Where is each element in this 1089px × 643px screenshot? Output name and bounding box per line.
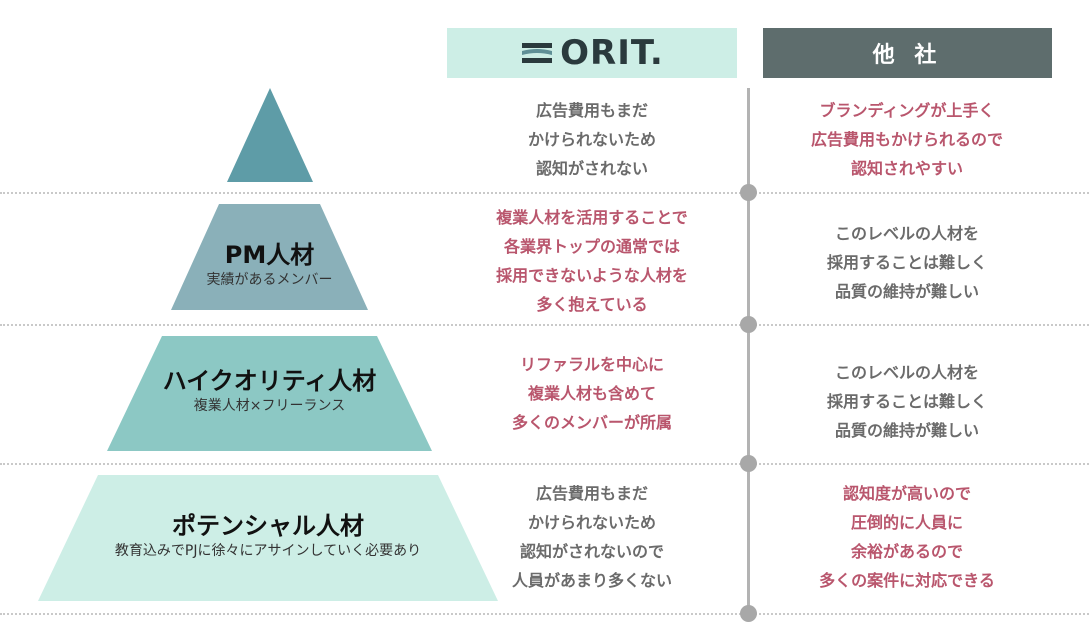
tier-subtitle: 実績があるメンバー	[206, 272, 333, 288]
tier-title: PM人材	[224, 241, 315, 269]
orit-logo-text: ORIT.	[560, 33, 664, 73]
cell-line: 圧倒的に人員に	[850, 513, 963, 532]
other-cell-row-3: このレベルの人材を採用することは難しく品質の維持が難しい	[767, 358, 1047, 445]
row-divider	[0, 613, 1089, 615]
pyramid-tier-top	[227, 88, 313, 182]
cell-line: 各業界トップの通常では	[503, 237, 680, 256]
row-divider	[0, 192, 1089, 194]
orit-cell-row-3: リファラルを中心に複業人材も含めて多くのメンバーが所属	[452, 350, 732, 437]
other-cell-row-2: このレベルの人材を採用することは難しく品質の維持が難しい	[767, 219, 1047, 306]
cell-line: 複業人材も含めて	[527, 384, 656, 403]
cell-line: 品質の維持が難しい	[834, 282, 979, 301]
divider-dot	[740, 605, 757, 622]
pyramid-tier-shape	[171, 204, 368, 310]
cell-line: 採用することは難しく	[826, 253, 987, 272]
tier-subtitle: 教育込みでPJに徐々にアサインしていく必要あり	[114, 543, 422, 559]
tier-label: PM人材 実績があるメンバー	[171, 240, 368, 290]
cell-line: 余裕があるので	[850, 542, 963, 561]
cell-line: 採用することは難しく	[826, 392, 987, 411]
other-company-header: 他 社	[763, 28, 1052, 78]
cell-line: 広告費用もまだ	[535, 484, 648, 503]
cell-line: 認知されやすい	[850, 159, 963, 178]
divider-dot	[740, 316, 757, 333]
cell-line: リファラルを中心に	[519, 355, 664, 374]
pyramid-tier-pm: PM人材 実績があるメンバー	[171, 204, 368, 310]
orit-cell-row-2: 複業人材を活用することで各業界トップの通常では採用できないような人材を多く抱えて…	[452, 203, 732, 319]
divider-dot	[740, 455, 757, 472]
orit-header: ORIT.	[447, 28, 737, 78]
cell-line: 品質の維持が難しい	[834, 421, 979, 440]
other-cell-row-1: ブランディングが上手く広告費用もかけられるので認知されやすい	[767, 96, 1047, 183]
tier-label: ハイクオリティ人材 複業人材×フリーランス	[107, 366, 432, 416]
cell-line: このレベルの人材を	[834, 224, 979, 243]
vertical-divider	[747, 88, 750, 616]
tier-subtitle: 複業人材×フリーランス	[193, 398, 346, 414]
orit-logo: ORIT.	[520, 33, 664, 73]
row-divider	[0, 463, 1089, 465]
tier-title: ハイクオリティ人材	[162, 367, 377, 395]
cell-line: 認知度が高いので	[842, 484, 971, 503]
cell-line: かけられないため	[527, 130, 656, 149]
other-cell-row-4: 認知度が高いので圧倒的に人員に余裕があるので多くの案件に対応できる	[767, 479, 1047, 595]
cell-line: 広告費用もまだ	[535, 101, 648, 120]
cell-line: 採用できないような人材を	[496, 266, 688, 285]
cell-line: ブランディングが上手く	[819, 101, 995, 120]
cell-line: かけられないため	[527, 513, 656, 532]
tier-label: ポテンシャル人材 教育込みでPJに徐々にアサインしていく必要あり	[38, 511, 498, 561]
divider-dot	[740, 184, 757, 201]
pyramid-tier-shape	[38, 475, 498, 601]
tier-title: ポテンシャル人材	[172, 512, 364, 540]
pyramid-tier-high-quality: ハイクオリティ人材 複業人材×フリーランス	[107, 336, 432, 451]
cell-line: 複業人材を活用することで	[496, 208, 688, 227]
other-company-label: 他 社	[872, 43, 943, 68]
cell-line: 人員があまり多くない	[511, 571, 672, 590]
orit-cell-row-4: 広告費用もまだかけられないため認知がされないので人員があまり多くない	[452, 479, 732, 595]
cell-line: 多く抱えている	[536, 295, 648, 314]
cell-line: このレベルの人材を	[834, 363, 979, 382]
orit-logo-icon	[522, 43, 553, 63]
cell-line: 広告費用もかけられるので	[810, 130, 1003, 149]
cell-line: 認知がされないので	[519, 542, 664, 561]
row-divider	[0, 324, 1089, 326]
pyramid-tier-shape	[107, 336, 432, 451]
cell-line: 多くの案件に対応できる	[819, 571, 995, 590]
pyramid-top-shape	[227, 88, 313, 182]
cell-line: 認知がされない	[535, 159, 648, 178]
pyramid-tier-potential: ポテンシャル人材 教育込みでPJに徐々にアサインしていく必要あり	[38, 475, 498, 601]
cell-line: 多くのメンバーが所属	[511, 413, 672, 432]
orit-cell-row-1: 広告費用もまだかけられないため認知がされない	[452, 96, 732, 183]
